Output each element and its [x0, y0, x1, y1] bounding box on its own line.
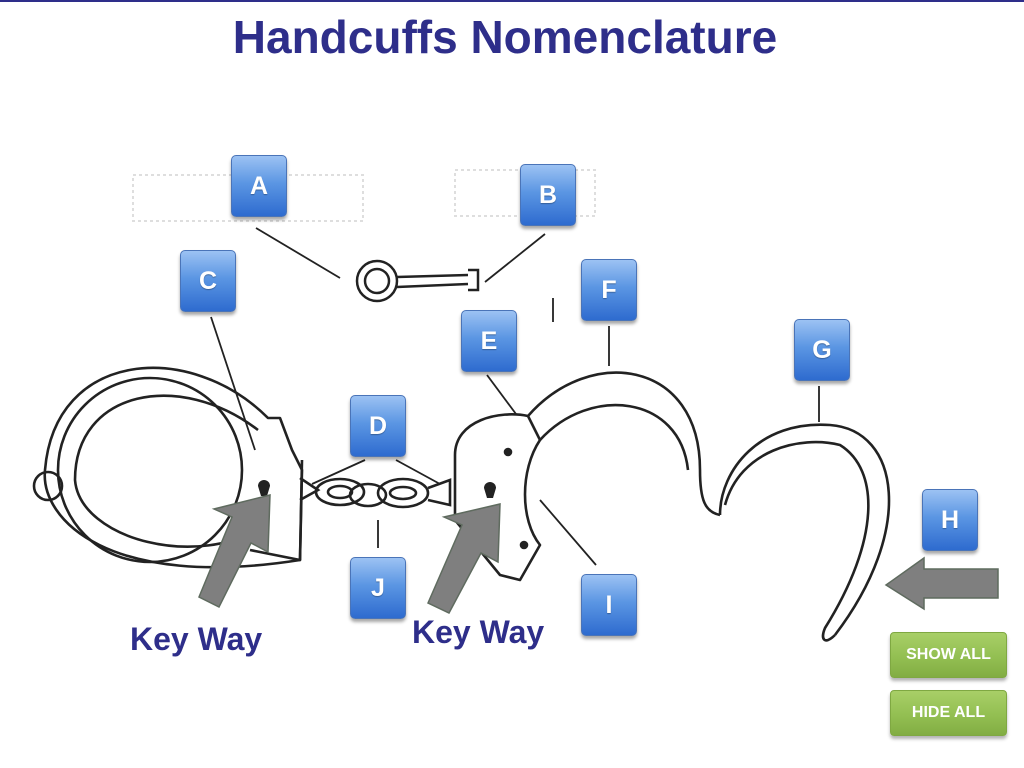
label-e-button[interactable]: E — [461, 310, 517, 372]
arrows — [198, 494, 999, 614]
handcuff-key — [355, 259, 480, 303]
keyway-label-right: Key Way — [412, 614, 545, 650]
page-title: Handcuffs Nomenclature — [232, 11, 778, 63]
label-j-button[interactable]: J — [350, 557, 406, 619]
label-g-button[interactable]: G — [794, 319, 850, 381]
label-i-button[interactable]: I — [581, 574, 637, 636]
left-keyway-arrow — [198, 494, 271, 609]
show-all-button[interactable]: SHOW ALL — [890, 632, 1007, 678]
label-d-button[interactable]: D — [350, 395, 406, 457]
label-a-button[interactable]: A — [231, 155, 287, 217]
keyholes — [258, 480, 496, 498]
label-h-button[interactable]: H — [922, 489, 978, 551]
keyway-label-left: Key Way — [130, 621, 263, 657]
top-rule — [0, 0, 1024, 2]
label-c-button[interactable]: C — [180, 250, 236, 312]
label-b-button[interactable]: B — [520, 164, 576, 226]
label-f-button[interactable]: F — [581, 259, 637, 321]
leader-lines — [210, 227, 820, 566]
h-pointer-arrow — [884, 556, 999, 611]
chain — [299, 476, 452, 509]
hide-all-button[interactable]: HIDE ALL — [890, 690, 1007, 736]
right-keyway-arrow — [427, 503, 501, 614]
right-cuff — [453, 371, 891, 642]
